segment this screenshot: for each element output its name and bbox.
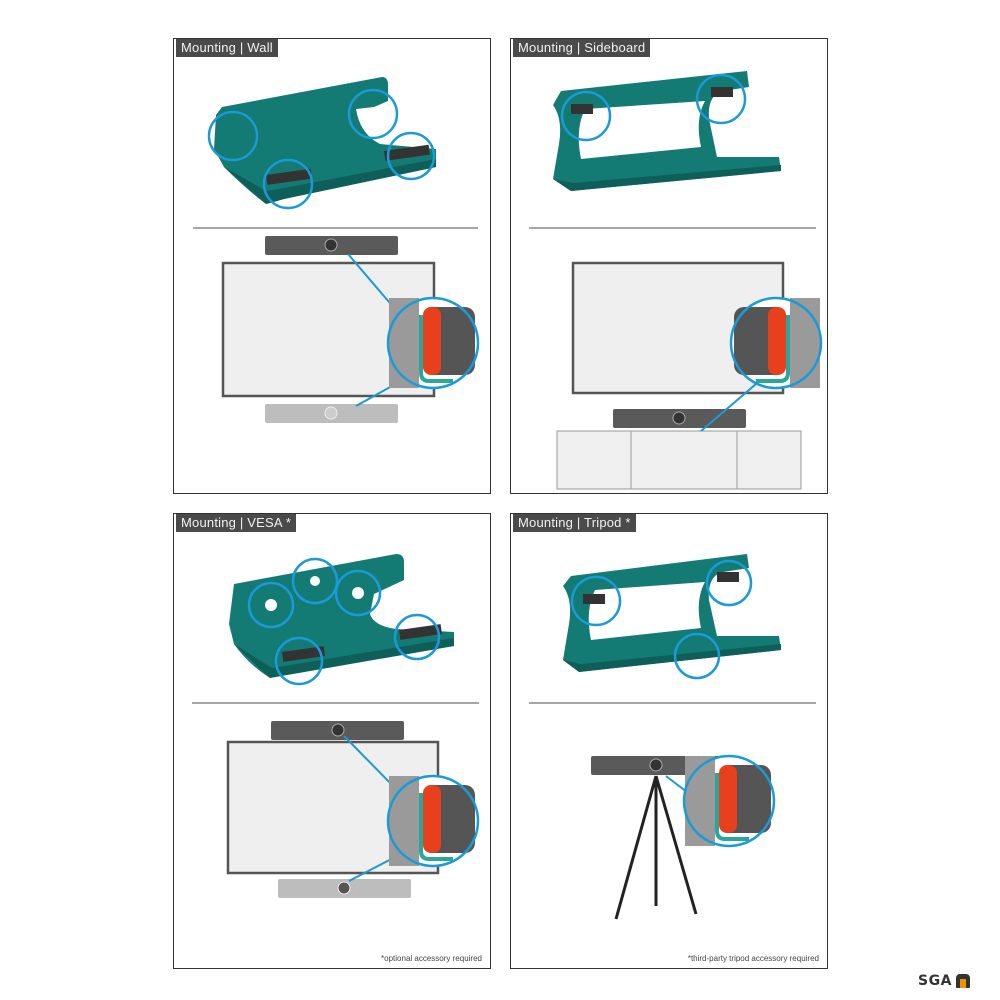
detail-zoom: [682, 754, 776, 848]
sideboard-cabinet: [556, 430, 802, 490]
panel-tripod-mount: Mounting | Tripod * *third-party tripod …: [510, 513, 828, 969]
panel-wall-mount: Mounting | Wall: [173, 38, 491, 494]
sideboard-bracket-illustration: [553, 71, 781, 191]
panel-vesa-mount: Mounting | VESA * *optional accessory re…: [173, 513, 491, 969]
logo-text: SGA: [918, 973, 952, 989]
detail-zoom: [729, 296, 823, 390]
footnote: *optional accessory required: [381, 954, 482, 963]
detail-zoom: [386, 774, 480, 868]
panel-sideboard-mount: Mounting | Sideboard: [510, 38, 828, 494]
footnote: *third-party tripod accessory required: [687, 954, 819, 963]
tripod-bracket-illustration: [563, 554, 781, 672]
tripod: [614, 775, 698, 920]
highlight-circles: [207, 88, 436, 210]
panel-title: Mounting | Sideboard: [513, 39, 651, 57]
detail-zoom: [386, 296, 480, 390]
logo-icon: [955, 974, 970, 988]
panel-title: Mounting | Wall: [176, 39, 278, 57]
panel-title: Mounting | Tripod *: [513, 514, 636, 532]
sga-logo: SGA: [918, 973, 970, 989]
wall-bracket-illustration: [214, 77, 436, 204]
panel-title: Mounting | VESA *: [176, 514, 297, 532]
